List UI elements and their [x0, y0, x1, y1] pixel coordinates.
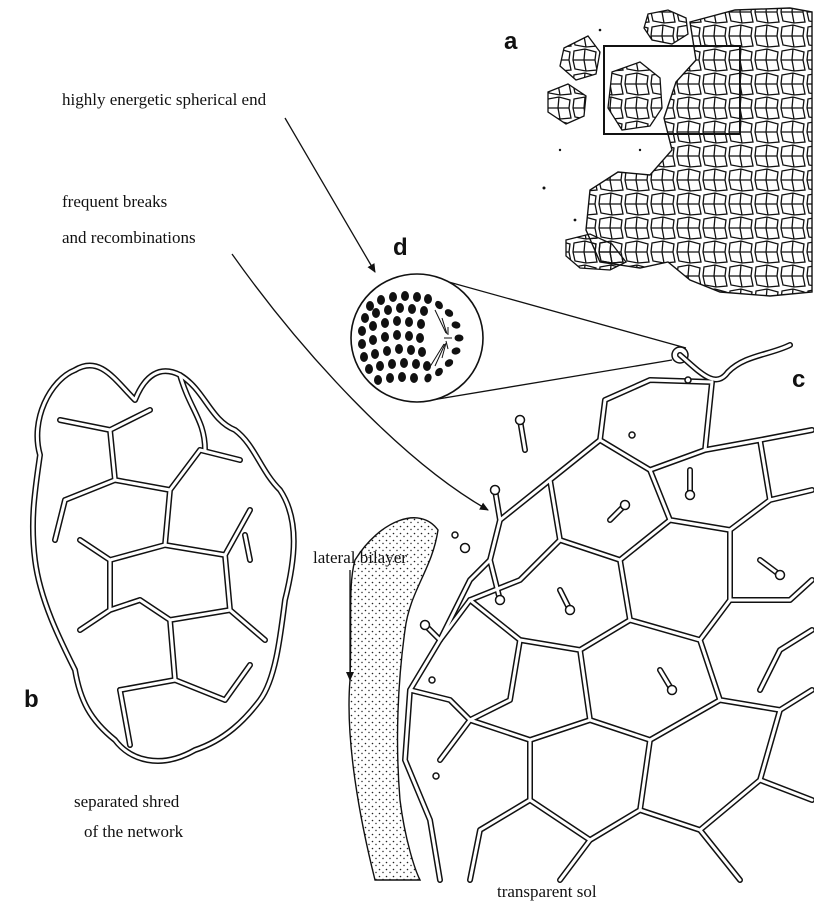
panel-label-c: c: [792, 368, 805, 392]
panel-b-shred: [33, 365, 294, 760]
panel-a-large-network: [586, 8, 812, 296]
panel-a-cluster-mid: [548, 84, 586, 124]
panel-a-micrograph: [543, 8, 813, 296]
panel-label-b: b: [24, 688, 39, 712]
label-recombinations: and recombinations: [62, 226, 196, 249]
arrow-spherical-end: [285, 118, 375, 272]
label-transparent-sol: transparent sol: [497, 880, 597, 903]
label-frequent-breaks: frequent breaks: [62, 190, 167, 213]
lateral-bilayer-region: [349, 518, 438, 880]
panel-c-network: [349, 345, 812, 880]
panel-label-d: d: [393, 236, 408, 260]
panel-a-cluster-left: [560, 36, 600, 80]
label-separated-shred: separated shred: [74, 790, 179, 813]
panel-label-a: a: [504, 30, 517, 54]
panel-a-inner-cluster: [608, 62, 662, 130]
label-lateral-bilayer: lateral bilayer: [313, 546, 407, 569]
panel-a-cluster-top: [644, 10, 688, 44]
label-spherical-end: highly energetic spherical end: [62, 88, 266, 111]
label-of-the-network: of the network: [84, 820, 183, 843]
